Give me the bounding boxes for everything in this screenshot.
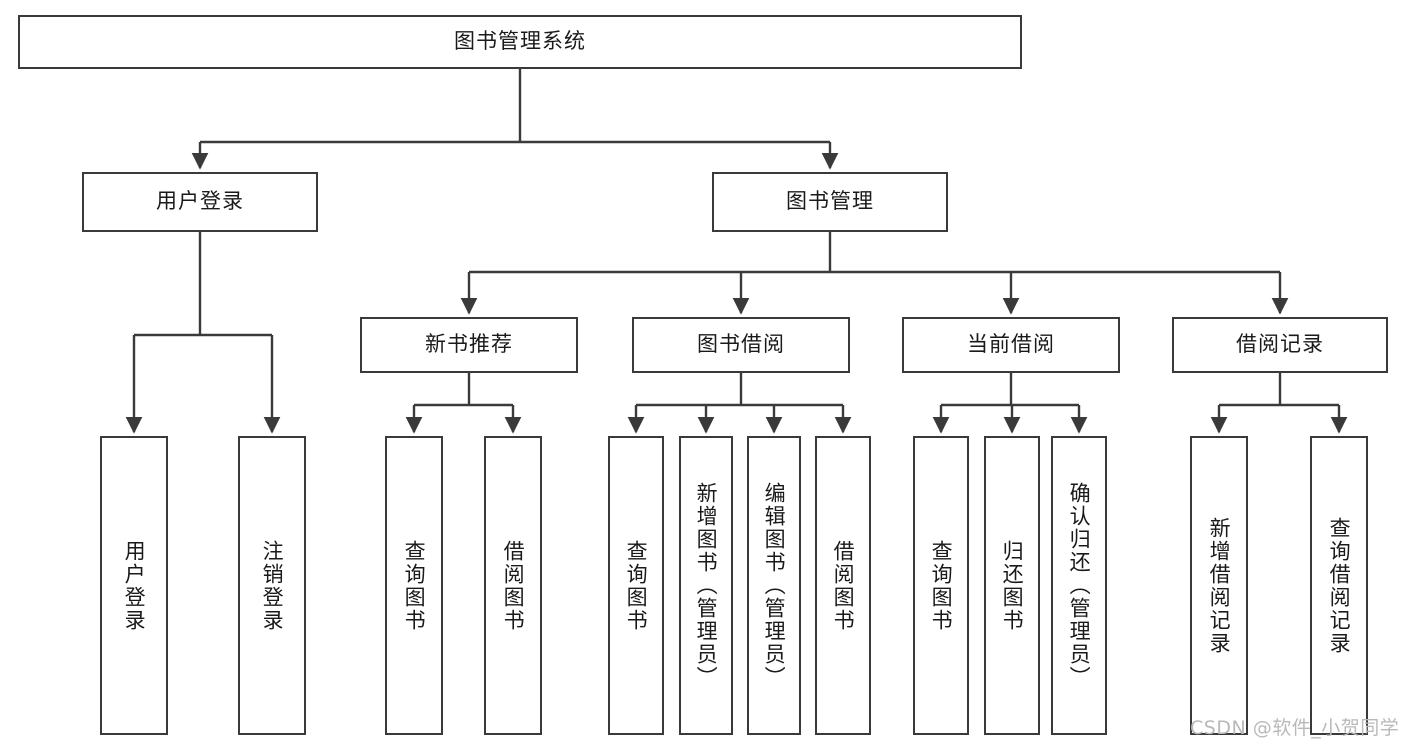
leaf-edit-book-admin[interactable]: 编辑图书（管理员） bbox=[747, 436, 801, 735]
node-book-management[interactable]: 图书管理 bbox=[712, 172, 948, 232]
node-label: 借阅记录 bbox=[1236, 332, 1324, 357]
node-label: 查询图书 bbox=[402, 539, 427, 632]
leaf-query-books-borrow[interactable]: 查询图书 bbox=[608, 436, 664, 735]
leaf-return-books[interactable]: 归还图书 bbox=[984, 436, 1040, 735]
node-label: 借阅图书 bbox=[831, 539, 856, 632]
node-label: 图书管理系统 bbox=[454, 29, 586, 54]
leaf-borrow-books[interactable]: 借阅图书 bbox=[815, 436, 871, 735]
node-label: 用户登录 bbox=[156, 189, 244, 214]
node-label: 用户登录 bbox=[122, 539, 147, 632]
csdn-watermark: CSDN @软件_小贺同学 bbox=[1190, 717, 1400, 739]
leaf-user-login[interactable]: 用户登录 bbox=[100, 436, 168, 735]
node-label: 当前借阅 bbox=[967, 332, 1055, 357]
node-label: 注销登录 bbox=[260, 539, 285, 632]
node-label: 查询图书 bbox=[624, 539, 649, 632]
node-label: 查询图书 bbox=[929, 539, 954, 632]
node-label: 图书管理 bbox=[786, 189, 874, 214]
leaf-query-books-current[interactable]: 查询图书 bbox=[913, 436, 969, 735]
node-label: 新书推荐 bbox=[425, 332, 513, 357]
node-root-book-management-system[interactable]: 图书管理系统 bbox=[18, 15, 1022, 69]
leaf-add-book-admin[interactable]: 新增图书（管理员） bbox=[679, 436, 733, 735]
node-borrow-records[interactable]: 借阅记录 bbox=[1172, 317, 1388, 373]
leaf-logout[interactable]: 注销登录 bbox=[238, 436, 306, 735]
node-user-login[interactable]: 用户登录 bbox=[82, 172, 318, 232]
leaf-borrow-books-newbook[interactable]: 借阅图书 bbox=[484, 436, 542, 735]
node-new-book-recommendation[interactable]: 新书推荐 bbox=[360, 317, 578, 373]
node-label: 确认归还（管理员） bbox=[1067, 482, 1092, 689]
node-label: 查询借阅记录 bbox=[1327, 516, 1352, 655]
node-label: 归还图书 bbox=[1000, 539, 1025, 632]
leaf-query-books-newbook[interactable]: 查询图书 bbox=[385, 436, 443, 735]
leaf-add-borrow-record[interactable]: 新增借阅记录 bbox=[1190, 436, 1248, 735]
node-book-borrowing[interactable]: 图书借阅 bbox=[632, 317, 850, 373]
node-label: 新增图书（管理员） bbox=[694, 482, 719, 689]
leaf-query-borrow-record[interactable]: 查询借阅记录 bbox=[1310, 436, 1368, 735]
node-label: 编辑图书（管理员） bbox=[762, 482, 787, 689]
node-label: 新增借阅记录 bbox=[1207, 516, 1232, 655]
node-label: 图书借阅 bbox=[697, 332, 785, 357]
node-label: 借阅图书 bbox=[501, 539, 526, 632]
node-current-borrowing[interactable]: 当前借阅 bbox=[902, 317, 1120, 373]
leaf-confirm-return-admin[interactable]: 确认归还（管理员） bbox=[1051, 436, 1107, 735]
